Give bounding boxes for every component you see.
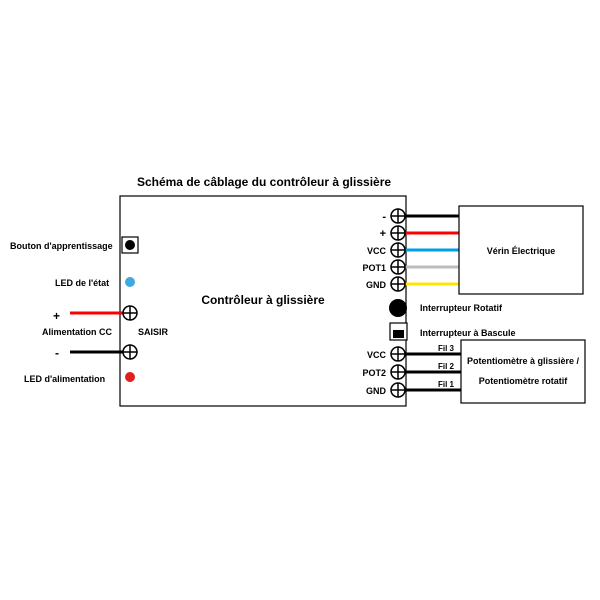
saisir-label: SAISIR (138, 327, 169, 337)
pot-wire-label: Fil 3 (438, 344, 455, 353)
pot-label-line1: Potentiomètre à glissière / (467, 356, 580, 366)
actuator-terminal-icon (390, 208, 406, 224)
actuator-terminal-icon (390, 225, 406, 241)
actuator-label: Vérin Électrique (487, 246, 556, 256)
rotary-switch-label: Interrupteur Rotatif (420, 303, 503, 313)
pot-terminal-label: VCC (367, 350, 387, 360)
pot-terminal-label: POT2 (362, 368, 386, 378)
learn-button-knob-icon (125, 240, 135, 250)
dc-power-label: Alimentation CC (42, 327, 113, 337)
actuator-box (458, 205, 584, 295)
pot-terminal-label: GND (366, 386, 387, 396)
dc-minus-sign: - (55, 346, 59, 360)
pot-terminal-icon (390, 346, 406, 362)
status-led-icon (125, 277, 135, 287)
actuator-terminal-icon (390, 259, 406, 275)
actuator-terminal-label: + (380, 228, 386, 240)
controller-label: Contrôleur à glissière (201, 293, 325, 307)
actuator-terminal-icon (390, 276, 406, 292)
status-led-label: LED de l'état (55, 278, 109, 288)
learn-button-label: Bouton d'apprentissage (10, 241, 113, 251)
pot-terminals: VCC Fil 3 POT2 Fil 2 GND Fil 1 (362, 344, 461, 398)
actuator-terminal-icon (390, 242, 406, 258)
power-led-icon (125, 372, 135, 382)
pot-box (460, 339, 586, 404)
pot-wire-label: Fil 2 (438, 362, 455, 371)
power-led-label: LED d'alimentation (24, 374, 105, 384)
pot-terminal-icon (390, 382, 406, 398)
pot-wire-label: Fil 1 (438, 380, 455, 389)
toggle-switch-icon[interactable] (389, 322, 408, 341)
actuator-terminal-label: VCC (367, 246, 387, 256)
pot-terminal-icon (390, 364, 406, 380)
diagram-title: Schéma de câblage du contrôleur à glissi… (137, 175, 391, 189)
actuator-terminal-label: POT1 (362, 263, 386, 273)
dc-minus-terminal-icon (122, 344, 138, 360)
dc-plus-sign: + (53, 309, 60, 323)
rotary-switch-icon[interactable] (389, 299, 407, 317)
dc-plus-terminal-icon (122, 305, 138, 321)
actuator-terminal-label: - (382, 211, 386, 223)
controller-box (119, 195, 407, 407)
actuator-terminal-label: GND (366, 280, 387, 290)
toggle-switch-label: Interrupteur à Bascule (420, 328, 516, 338)
pot-label-line2: Potentiomètre rotatif (479, 376, 569, 386)
